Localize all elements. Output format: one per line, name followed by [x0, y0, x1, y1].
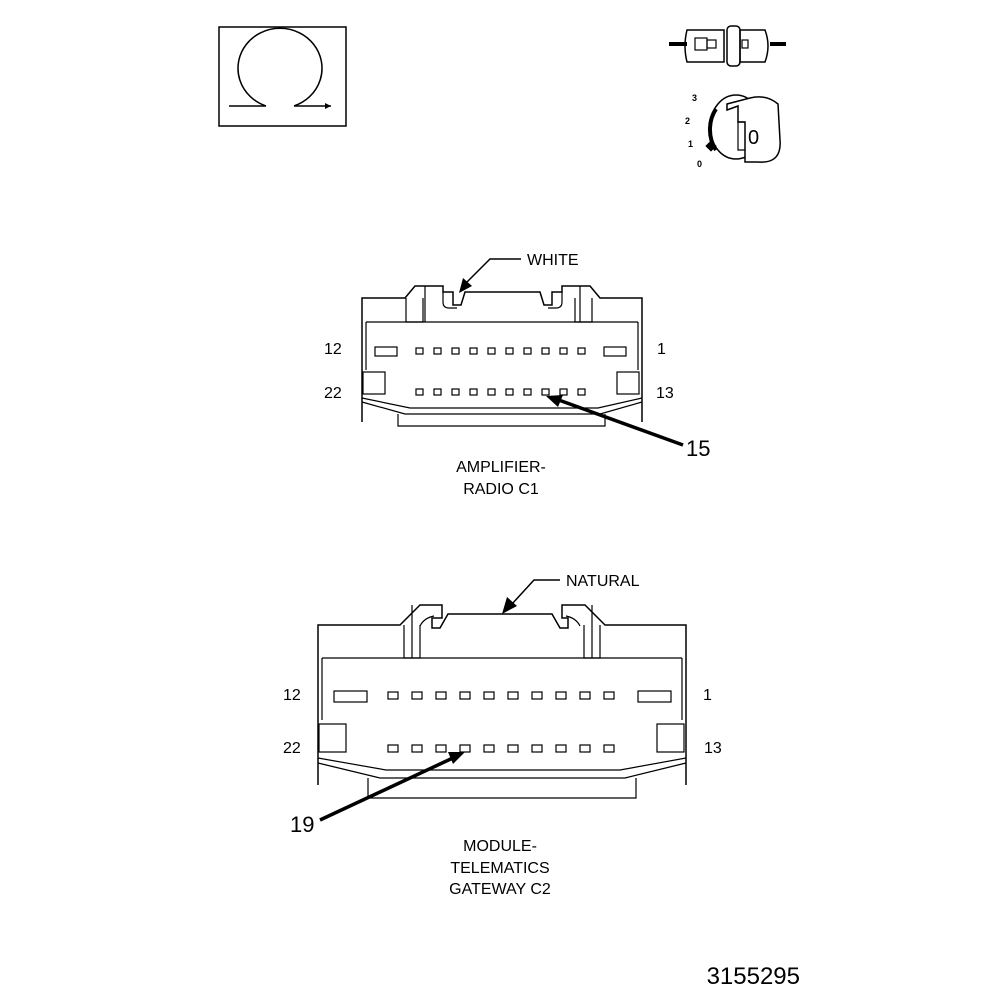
connector-c1-cavity-1	[603, 346, 627, 357]
ignition-position-1: 1	[688, 139, 693, 149]
connector-c2-cavity-1	[637, 690, 672, 703]
connector-c1: 12 1 22 13 WHITE 15 AMPLIFIER- RADIO C1	[324, 252, 710, 498]
connector-c2-color-label: NATURAL	[566, 573, 640, 590]
connector-c2-pin-1-label: 1	[703, 687, 712, 704]
connector-c2-pin-22-label: 22	[283, 740, 301, 757]
connector-c2-title-line3: GATEWAY C2	[449, 881, 551, 898]
connector-c1-title-line2: RADIO C1	[463, 481, 539, 498]
connector-c2-callout-pin: 19	[290, 812, 314, 837]
connector-c2-pin-13-label: 13	[704, 740, 722, 757]
connector-c1-top-row-pins	[415, 347, 586, 355]
connector-c1-cavity-12	[374, 346, 398, 357]
connector-c1-pin-22-label: 22	[324, 385, 342, 402]
connector-c2: 12 1 22 13 NATURAL 19 MODULE- TELEMATICS…	[283, 573, 722, 898]
omega-icon	[218, 26, 347, 127]
connector-c1-pin-13-label: 13	[656, 385, 674, 402]
connector-c2-title-line2: TELEMATICS	[450, 860, 549, 877]
connector-c2-pin-12-label: 12	[283, 687, 301, 704]
connector-c2-cavity-13	[656, 723, 685, 753]
connector-c2-top-row-pins	[387, 691, 615, 700]
connector-c2-body	[317, 604, 687, 785]
connector-c1-bottom-row-pins	[415, 388, 586, 396]
connector-disconnect-icon	[669, 25, 786, 67]
connector-c1-pin-12-label: 12	[324, 341, 342, 358]
connector-c2-bottom-row-pins	[387, 744, 615, 753]
connector-c2-cavity-12	[333, 690, 368, 703]
connector-c2-title-line1: MODULE-	[463, 838, 537, 855]
connector-c1-body	[361, 285, 643, 422]
connector-c1-pin-1-label: 1	[657, 341, 666, 358]
ignition-key-icon: 3 2 1 0 0	[685, 93, 781, 169]
connector-c1-cavity-13	[616, 371, 640, 395]
connector-c1-cavity-22	[362, 371, 386, 395]
connector-c1-callout-pin: 15	[686, 436, 710, 461]
ignition-position-0: 0	[697, 159, 702, 169]
connector-c1-title-line1: AMPLIFIER-	[456, 459, 546, 476]
figure-id: 3155295	[707, 963, 800, 990]
ignition-position-3: 3	[692, 93, 697, 103]
connector-c1-color-label: WHITE	[527, 252, 579, 269]
key-label: 0	[748, 127, 759, 149]
connector-c2-cavity-22	[318, 723, 347, 753]
ignition-position-2: 2	[685, 116, 690, 126]
